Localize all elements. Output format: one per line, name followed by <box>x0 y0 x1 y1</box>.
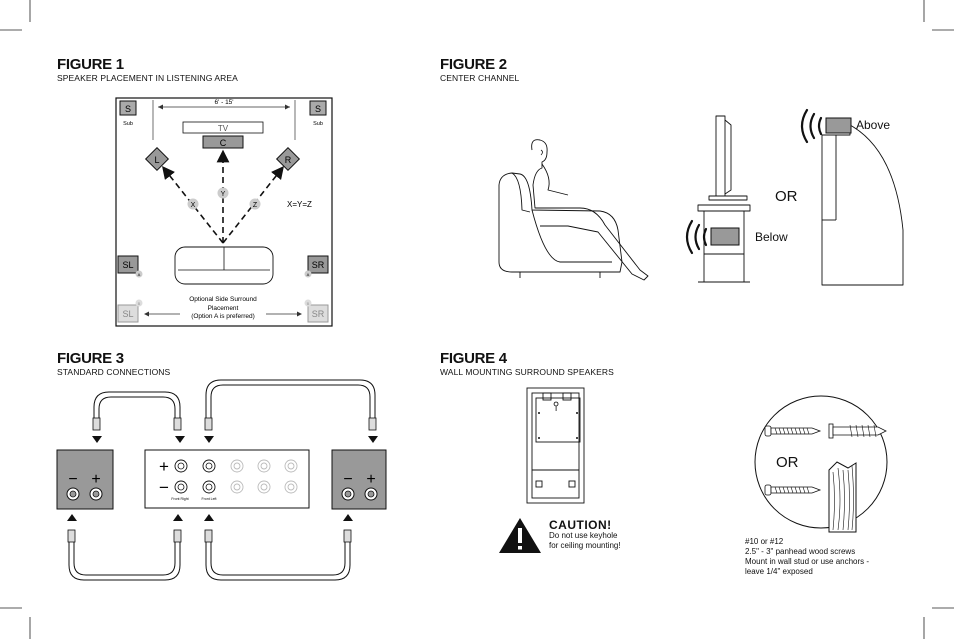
left-speaker <box>144 146 170 172</box>
option-a-right: A <box>307 272 310 277</box>
speaker-terminal-left <box>56 449 114 510</box>
figure1-subtitle: SPEAKER PLACEMENT IN LISTENING AREA <box>57 73 238 83</box>
receiver-panel <box>144 449 310 509</box>
receiver-minus: − <box>159 478 169 497</box>
sub-left-speaker <box>119 100 137 116</box>
screw-line2: 2.5" - 3" panhead wood screws <box>745 547 856 556</box>
sub-right-speaker <box>309 100 327 116</box>
tv-box <box>182 121 264 134</box>
optional-line3: (Option A is preferred) <box>191 313 255 320</box>
speaker-terminal-right <box>331 449 387 510</box>
sub-left-caption: Sub <box>123 121 133 127</box>
figure2-subtitle: CENTER CHANNEL <box>440 73 520 83</box>
left-plus: + <box>91 471 100 488</box>
option-b-right: B <box>307 301 310 306</box>
left-minus: − <box>68 471 77 488</box>
figure4-or-label: OR <box>776 454 799 471</box>
caution-line2: for ceiling mounting! <box>549 541 621 550</box>
option-a-left: A <box>138 272 141 277</box>
room-outline <box>115 97 333 327</box>
center-label: C <box>220 138 227 148</box>
distance-label: 6' - 15' <box>214 99 233 106</box>
sr-label: SR <box>312 260 325 270</box>
sub-right-label: S <box>315 104 321 114</box>
screw-line1: #10 or #12 <box>745 537 784 546</box>
optional-sr-label: SR <box>312 309 325 319</box>
sub-left-label: S <box>125 104 131 114</box>
caution-line1: Do not use keyhole <box>549 531 618 540</box>
receiver-plus: + <box>159 457 169 476</box>
optional-sl-label: SL <box>122 309 133 319</box>
figure4-title: FIGURE 4 <box>440 350 507 367</box>
surround-right-speaker <box>307 255 329 274</box>
screw-detail-circle <box>754 395 888 529</box>
screw-line3: Mount in wall stud or use anchors - <box>745 557 870 566</box>
speaker-back <box>526 387 585 504</box>
figure3-title: FIGURE 3 <box>57 350 124 367</box>
screw-line4: leave 1/4" exposed <box>745 567 813 576</box>
surround-left-speaker <box>117 255 139 274</box>
optional-line1: Optional Side Surround <box>189 296 257 303</box>
optional-line2: Placement <box>208 305 239 312</box>
above-label: Above <box>856 118 891 132</box>
option-b-left: B <box>138 301 141 306</box>
front-left-label: Front Left <box>202 497 217 501</box>
caution-body: Do not use keyhole for ceiling mounting! <box>549 531 669 551</box>
front-right-label: Front Right <box>171 497 188 501</box>
left-label: L <box>154 155 159 165</box>
z-label: Z <box>253 202 258 209</box>
right-plus: + <box>366 471 375 488</box>
sub-right-caption: Sub <box>313 121 323 127</box>
armchair <box>498 172 623 273</box>
figure2-or-label: OR <box>775 188 798 205</box>
right-minus: − <box>343 471 352 488</box>
right-label: R <box>285 155 292 165</box>
center-speaker <box>202 135 244 149</box>
center-speaker-above <box>825 117 852 134</box>
screw-instructions: #10 or #12 2.5" - 3" panhead wood screws… <box>745 537 905 577</box>
below-label: Below <box>755 230 788 244</box>
right-speaker <box>275 146 301 172</box>
sl-label: SL <box>122 260 133 270</box>
optional-surround-left <box>117 304 139 323</box>
figure1-title: FIGURE 1 <box>57 56 124 73</box>
optional-surround-right <box>307 304 329 323</box>
caution-title: CAUTION! <box>549 518 612 532</box>
figure3-subtitle: STANDARD CONNECTIONS <box>57 367 171 377</box>
y-label: Y <box>221 191 226 198</box>
figure4-subtitle: WALL MOUNTING SURROUND SPEAKERS <box>440 367 614 377</box>
keyhole-icon <box>553 401 559 411</box>
figure2-title: FIGURE 2 <box>440 56 507 73</box>
x-label: X <box>191 202 196 209</box>
center-speaker-below <box>710 227 740 246</box>
tv-label: TV <box>218 124 229 133</box>
equation-label: X=Y=Z <box>287 200 312 209</box>
